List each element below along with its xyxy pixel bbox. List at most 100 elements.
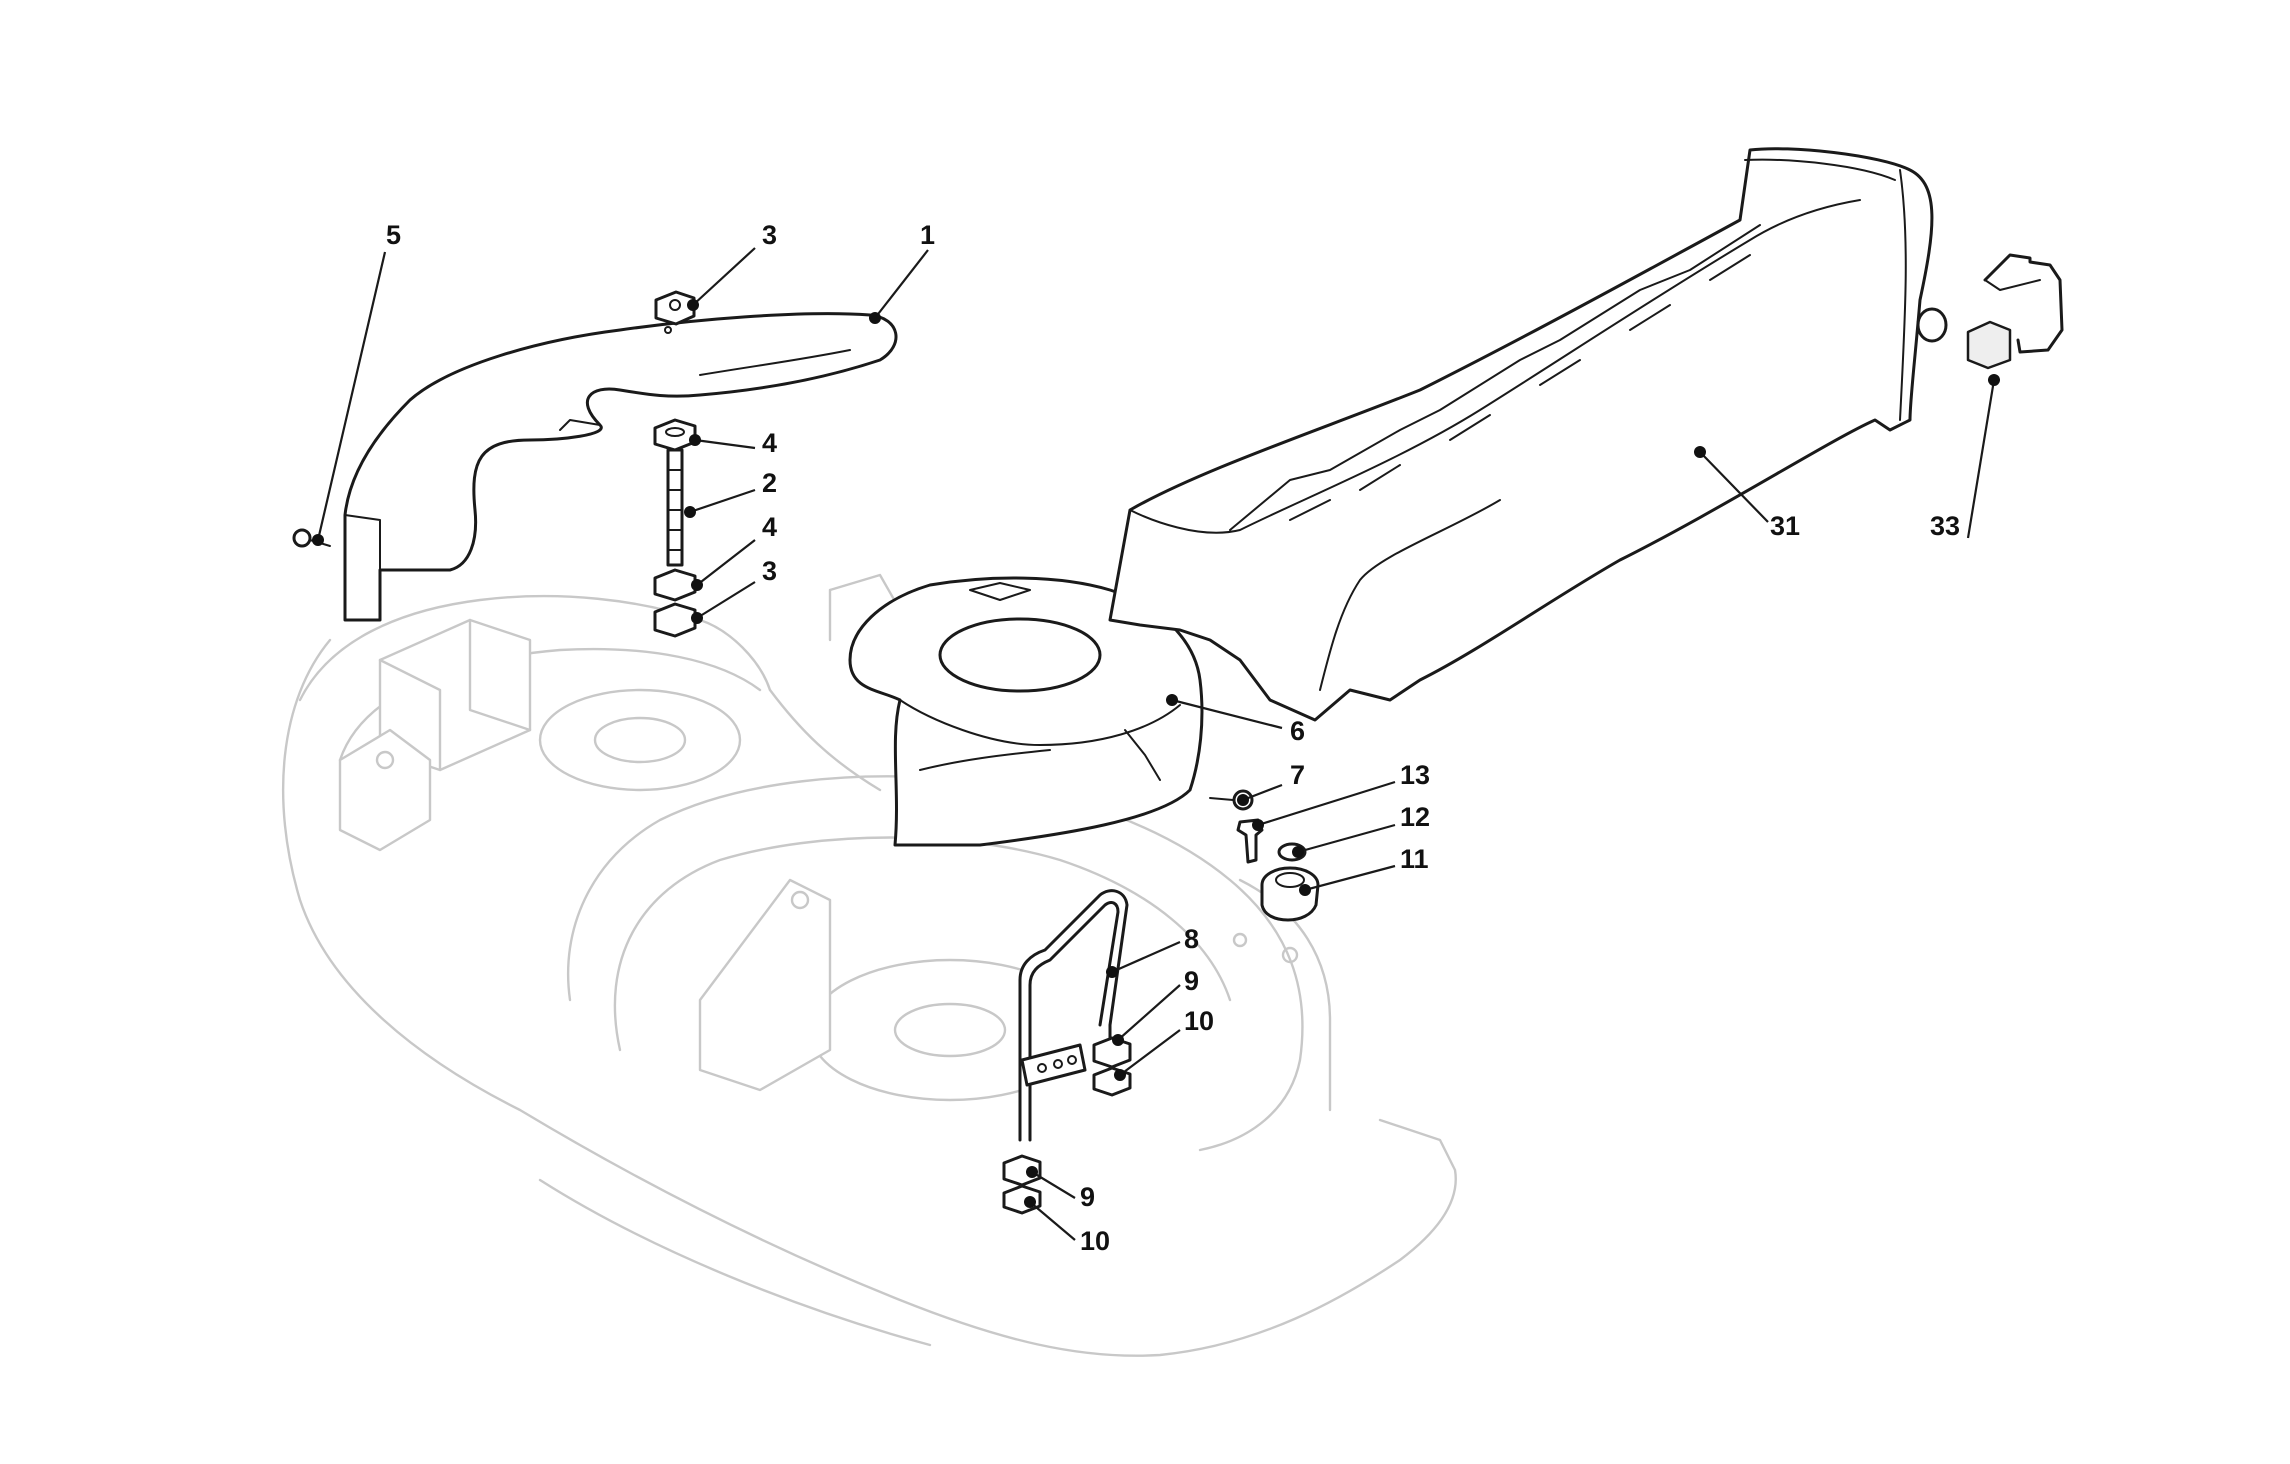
deck-right-rivet <box>1281 946 1299 964</box>
deck-left-spindle-hub <box>593 716 687 764</box>
leader-5 <box>316 251 387 541</box>
dot-8 <box>1106 966 1118 978</box>
callout-1: 1 <box>920 220 935 250</box>
bushing-11 <box>1260 866 1320 922</box>
dot-6 <box>1166 694 1178 706</box>
leader-31 <box>1699 451 1769 523</box>
deck-left-hole <box>375 750 395 770</box>
callout-8: 8 <box>1184 924 1199 954</box>
nut-3-top-hole <box>669 299 681 311</box>
chute-outer <box>1108 147 1934 722</box>
deck-left-chamber <box>298 594 772 702</box>
leader-12 <box>1297 823 1396 854</box>
u-bolt-assembly <box>1002 889 1132 1215</box>
deck-left-plate <box>338 728 432 852</box>
deck-left-inner <box>338 647 762 762</box>
belt-cover-body <box>343 312 898 622</box>
dot-1 <box>869 312 881 324</box>
callouts: 1 2 3 3 4 4 5 6 7 8 9 9 <box>312 220 2000 1256</box>
callout-10b: 10 <box>1080 1226 1110 1256</box>
callout-33: 33 <box>1930 511 1960 541</box>
chute-vent-1 <box>1289 499 1331 521</box>
leader-10a <box>1119 1029 1181 1076</box>
leader-33 <box>1966 379 1996 539</box>
u-bolt-8-inner <box>1028 901 1120 1142</box>
pulley-cover-opening <box>938 617 1102 693</box>
chute-top-edge <box>1129 199 1861 534</box>
callout-3b: 3 <box>762 556 777 586</box>
callout-10a: 10 <box>1184 1006 1214 1036</box>
chute-vent-6 <box>1709 254 1751 281</box>
deck-left-spindle-ring <box>538 688 742 792</box>
deck-right-hole <box>790 890 810 910</box>
pulley-cover-flare <box>919 749 1051 771</box>
leader-11 <box>1304 864 1396 892</box>
callout-3a: 3 <box>762 220 777 250</box>
mower-deck-ghost <box>281 573 1457 1357</box>
leader-3b <box>696 581 756 619</box>
pulley-cover-body <box>848 576 1204 847</box>
chute-ridge <box>1229 224 1761 531</box>
callout-7: 7 <box>1290 760 1305 790</box>
bolt-assembly <box>653 290 697 638</box>
callout-6: 6 <box>1290 716 1305 746</box>
u-bolt-plate-hole-2 <box>1053 1059 1063 1069</box>
dot-9b <box>1026 1166 1038 1178</box>
dot-4b <box>691 579 703 591</box>
nut-3-bottom <box>653 602 697 638</box>
callout-9b: 9 <box>1080 1182 1095 1212</box>
dot-4a <box>689 434 701 446</box>
callout-31: 31 <box>1770 511 1800 541</box>
belt-cover-slot <box>699 349 851 376</box>
dot-3a <box>687 299 699 311</box>
chute-pivot-boss <box>1916 307 1948 343</box>
nut-4-bottom <box>653 568 697 602</box>
callout-9a: 9 <box>1184 966 1199 996</box>
chute-inner-rim <box>1744 158 1896 181</box>
dot-13 <box>1252 819 1264 831</box>
deck-mid-divider <box>768 688 882 792</box>
u-bolt-plate-hole-3 <box>1067 1055 1077 1065</box>
deck-outer-outline <box>281 638 1457 1357</box>
screw-5 <box>292 528 331 548</box>
belt-cover <box>343 312 898 622</box>
nut-4-top-hole <box>665 427 685 437</box>
chute-vent-2 <box>1359 464 1401 491</box>
dot-7 <box>1237 794 1249 806</box>
dot-33 <box>1988 374 2000 386</box>
latch-bracket-clip <box>1966 320 2012 370</box>
screw-7-shank <box>1209 797 1234 801</box>
callout-5: 5 <box>386 220 401 250</box>
leader-13 <box>1257 780 1396 827</box>
belt-cover-fold <box>559 419 601 431</box>
bushing-11-hole <box>1275 872 1305 888</box>
dot-2 <box>684 506 696 518</box>
belt-cover-flange <box>344 514 381 571</box>
leader-2 <box>689 488 756 514</box>
chute-vent-5 <box>1629 304 1671 331</box>
latch-bracket <box>1966 253 2064 370</box>
leader-9a <box>1117 984 1181 1041</box>
belt-cover-hole <box>664 326 672 334</box>
dot-11 <box>1299 884 1311 896</box>
deck-right-bracket <box>698 878 832 1092</box>
leader-4a <box>694 438 756 450</box>
latch-bracket-body <box>1983 253 2064 354</box>
latch-bracket-lip <box>1984 279 2041 291</box>
leader-3a <box>692 247 756 306</box>
pulley-cover <box>848 576 1204 847</box>
chute-vent-4 <box>1539 359 1581 386</box>
dot-5 <box>312 534 324 546</box>
dot-12 <box>1292 846 1304 858</box>
deck-right-chamber-inner <box>613 836 1232 1052</box>
nut-9-top <box>1092 1036 1132 1069</box>
callout-2: 2 <box>762 468 777 498</box>
deck-right-spindle-hub <box>893 1002 1007 1058</box>
leader-8 <box>1111 940 1181 974</box>
chute-vent-3 <box>1449 414 1491 441</box>
dot-31 <box>1694 446 1706 458</box>
chute-side-seam <box>1319 499 1501 691</box>
screw-5-head <box>292 528 312 548</box>
nut-3-top <box>654 290 696 326</box>
